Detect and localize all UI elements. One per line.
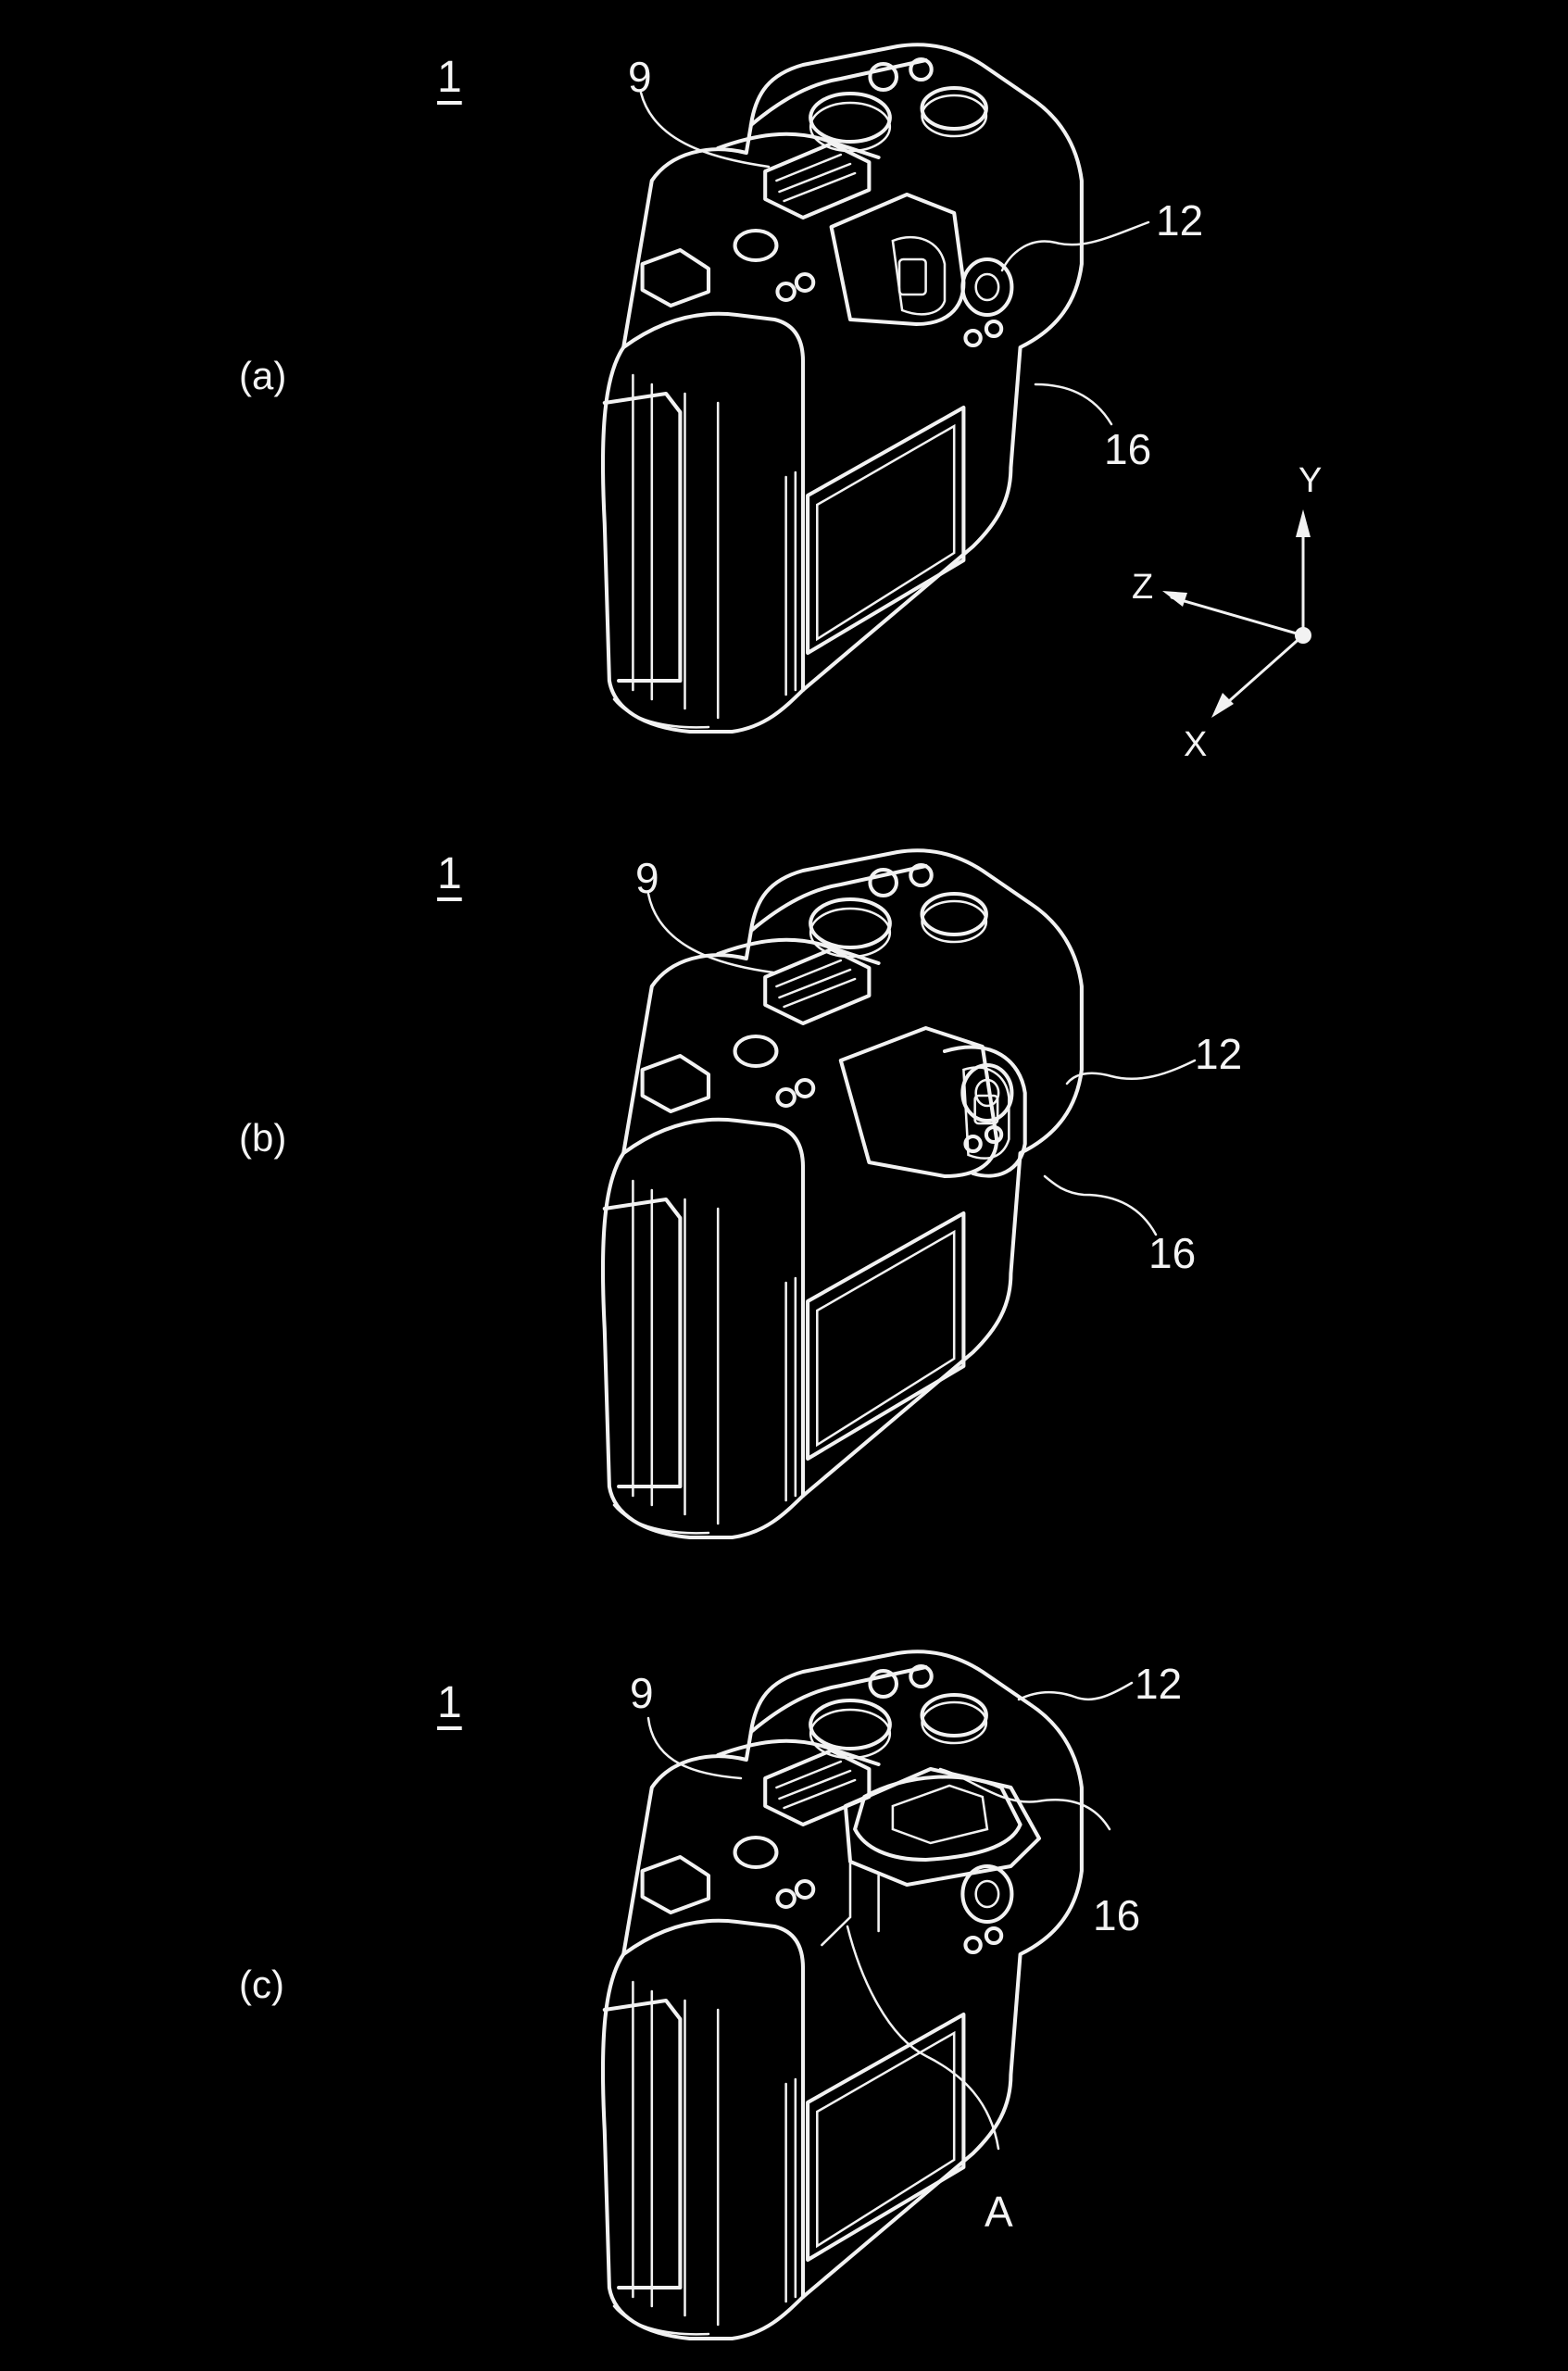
ref-16-eyepiece-a: 16 xyxy=(1104,425,1152,473)
ref-9-hot-shoe-c: 9 xyxy=(630,1669,654,1717)
axis-label-y: Y xyxy=(1298,461,1323,500)
camera-drawing-a xyxy=(603,44,1082,732)
ref-12-eyecup-a: 12 xyxy=(1156,196,1204,245)
camera-drawing-b xyxy=(603,850,1082,1537)
ref-9-hot-shoe-a: 9 xyxy=(628,53,652,101)
leader-lines-b xyxy=(646,892,1197,1236)
figure-number-c: 1 xyxy=(437,1678,462,1727)
leader-lines-c xyxy=(646,1681,1134,2151)
camera-drawing-c xyxy=(603,1651,1082,2339)
figure-number-b: 1 xyxy=(437,849,462,898)
axis-label-z: Z xyxy=(1132,568,1154,607)
xyz-axis-triad-icon xyxy=(1162,509,1311,718)
ref-a-detail-c: A xyxy=(985,2188,1013,2236)
ref-12-eyecup-c: 12 xyxy=(1135,1660,1183,1708)
panel-tag-a: (a) xyxy=(239,354,287,397)
axis-label-x: X xyxy=(1184,725,1208,764)
panel-tag-b: (b) xyxy=(239,1116,287,1160)
ref-12-eyecup-b: 12 xyxy=(1195,1030,1243,1078)
ref-16-eyepiece-c: 16 xyxy=(1093,1891,1141,1939)
panel-tag-c: (c) xyxy=(239,1963,284,2006)
figure-number-a: 1 xyxy=(437,53,462,102)
ref-16-eyepiece-b: 16 xyxy=(1148,1229,1197,1277)
ref-9-hot-shoe-b: 9 xyxy=(635,854,659,902)
leader-lines-a xyxy=(639,91,1150,426)
